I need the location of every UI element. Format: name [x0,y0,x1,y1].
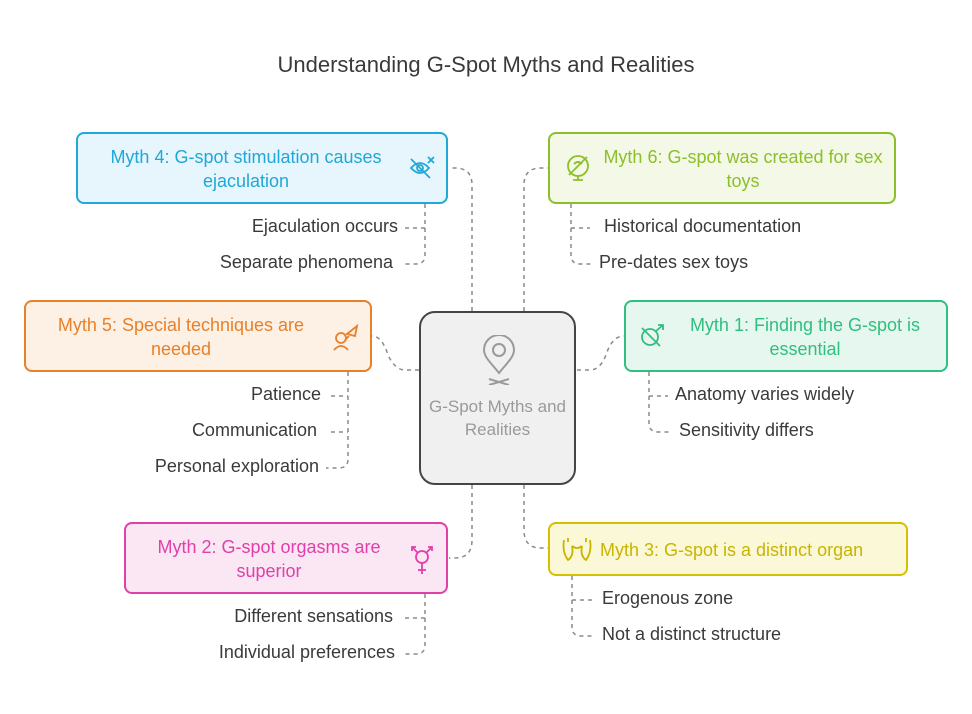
myth-6-label: Myth 6: G-spot was created for sex toys [603,147,883,191]
myth-4-label: Myth 4: G-spot stimulation causes ejacul… [110,147,382,191]
rocket-person-icon [331,323,361,358]
myth-6-box: Myth 6: G-spot was created for sex toys [548,132,896,204]
myth-1-item-1: Anatomy varies widely [675,384,855,404]
myth-1-label: Myth 1: Finding the G-spot is essential [689,315,921,359]
myth-5-item-1: Patience [250,384,321,404]
myth-4-item-1: Ejaculation occurs [251,216,398,236]
gender-symbol-icon [408,544,436,582]
myth-2-item-2: Individual preferences [218,642,395,662]
location-pin-icon [479,334,519,390]
myth-2-box: Myth 2: G-spot orgasms are superior [124,522,448,594]
no-eye-icon [408,154,436,188]
myth-4-box: Myth 4: G-spot stimulation causes ejacul… [76,132,448,204]
myth-2-item-1: Different sensations [234,606,393,626]
myth-4-item-2: Separate phenomena [219,252,393,272]
myth-3-item-2: Not a distinct structure [602,624,782,644]
no-vibrator-icon [564,154,592,188]
myth-1-box: Myth 1: Finding the G-spot is essential [624,300,948,372]
center-node: G-Spot Myths and Realities [419,311,576,485]
myth-5-item-3: Personal exploration [154,456,319,476]
myth-2-label: Myth 2: G-spot orgasms are superior [157,537,381,581]
myth-6-item-1: Historical documentation [604,216,802,236]
myth-5-label: Myth 5: Special techniques are needed [57,315,305,359]
myth-3-label: Myth 3: G-spot is a distinct organ [600,540,864,560]
myth-3-item-1: Erogenous zone [602,588,734,608]
anatomy-icon [560,536,594,570]
myth-6-item-2: Pre-dates sex toys [599,252,749,272]
myth-5-item-2: Communication [191,420,317,440]
no-search-icon [638,322,666,356]
center-label: G-Spot Myths and Realities [428,397,566,439]
myth-1-item-2: Sensitivity differs [679,420,814,440]
myth-3-box: Myth 3: G-spot is a distinct organ [548,522,908,576]
diagram-title: Understanding G-Spot Myths and Realities [277,52,695,77]
myth-5-box: Myth 5: Special techniques are needed [24,300,372,372]
